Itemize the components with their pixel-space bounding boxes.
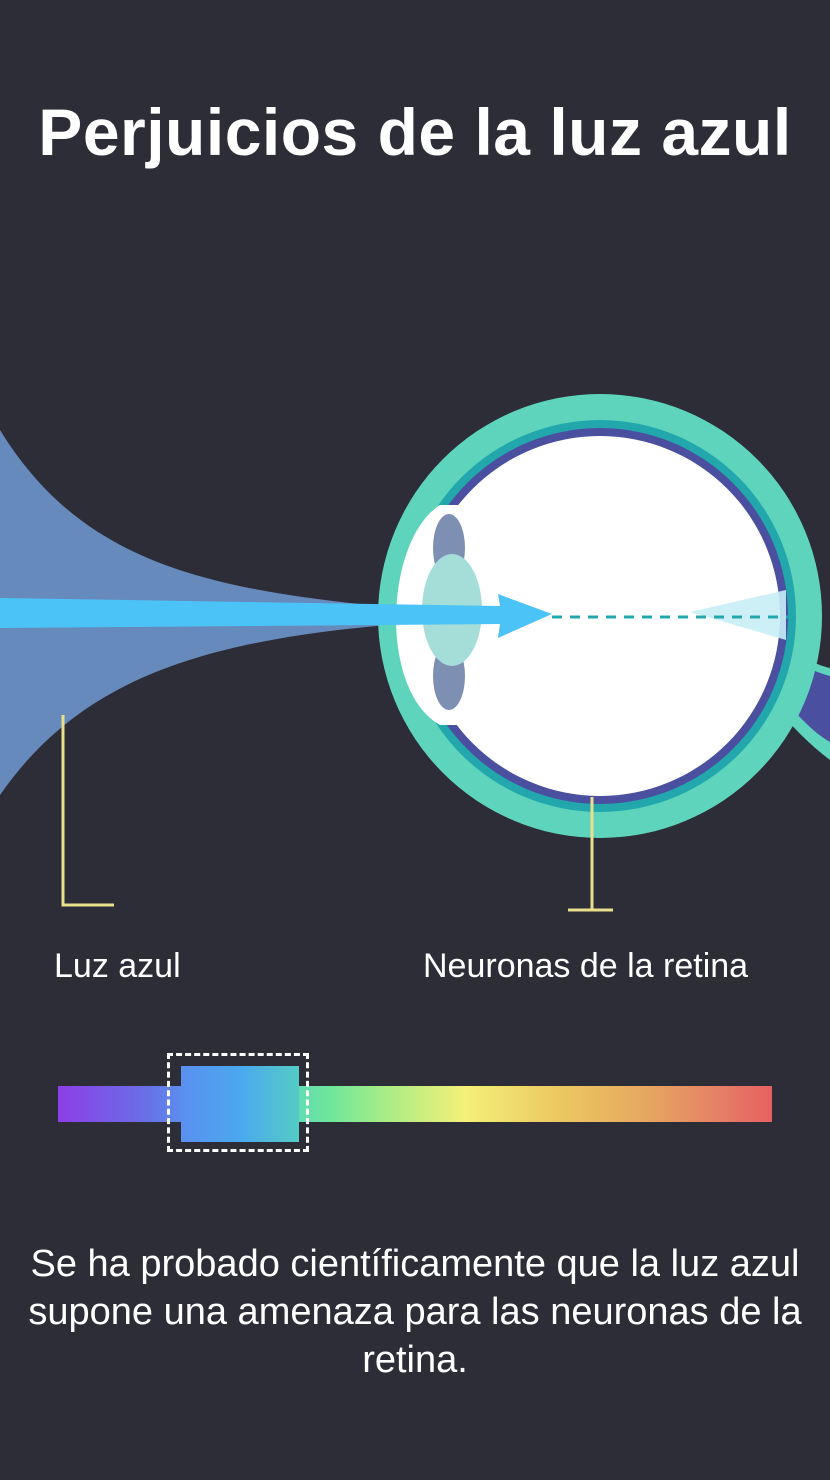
retina-focus-glow — [690, 590, 786, 640]
description-text: Se ha probado científicamente que la luz… — [28, 1243, 802, 1381]
eye-diagram — [0, 394, 830, 912]
light-spectrum — [0, 1040, 830, 1170]
eye-vitreous — [420, 436, 780, 796]
spectrum-bar — [58, 1086, 772, 1122]
spectrum-selection-frame — [167, 1053, 309, 1152]
label-retina-neurons: Neuronas de la retina — [423, 947, 749, 985]
callout-line-retina — [568, 797, 613, 912]
light-beam-arrow — [0, 594, 552, 638]
callout-line-blue-light — [61, 715, 114, 907]
page-title: Perjuicios de la luz azul — [38, 95, 792, 169]
spectrum-blue-highlight — [181, 1066, 299, 1142]
label-blue-light: Luz azul — [54, 947, 181, 985]
